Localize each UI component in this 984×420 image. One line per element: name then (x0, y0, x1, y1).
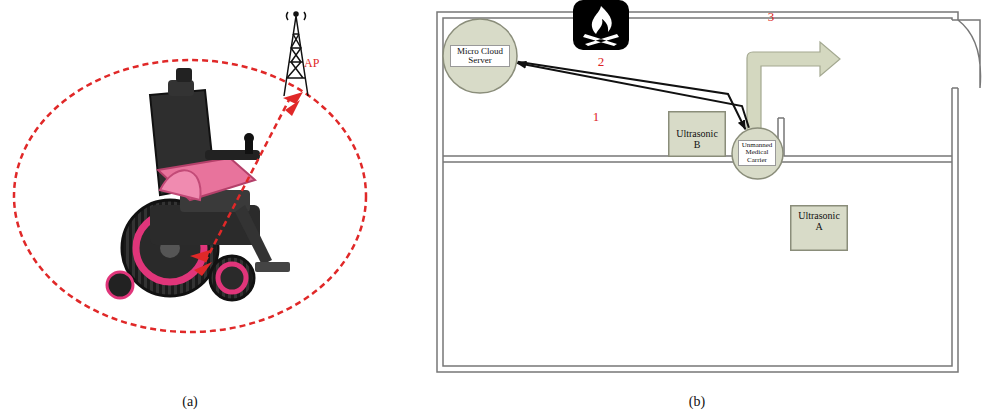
node-label: Ultrasonic B (672, 129, 722, 150)
coverage-ellipse (14, 60, 366, 332)
signal-marks (190, 92, 303, 276)
wheelchair (107, 68, 290, 300)
callout-number: 3 (768, 10, 775, 23)
callout-number: 1 (593, 110, 600, 123)
callout-number: 2 (598, 55, 605, 68)
floor-plan-walls (437, 12, 958, 372)
fire-icon (573, 0, 629, 50)
ap-label: AP (304, 57, 319, 69)
door (952, 20, 981, 88)
node-circle: Unmanned Medical Carrier (731, 127, 784, 180)
node-label: Unmanned Medical Carrier (738, 140, 776, 166)
sensor-box: Ultrasonic A (790, 205, 848, 251)
panel-label: (a) (182, 395, 198, 409)
node-circle: Micro Cloud Server (442, 18, 518, 94)
ap-tower (284, 12, 308, 96)
panel-label: (b) (689, 395, 705, 409)
sensor-box: Ultrasonic B (668, 111, 726, 157)
node-label: Ultrasonic A (794, 211, 844, 232)
wireless-link (205, 98, 290, 262)
node-label: Micro Cloud Server (450, 45, 510, 68)
route-arrow (747, 42, 840, 134)
